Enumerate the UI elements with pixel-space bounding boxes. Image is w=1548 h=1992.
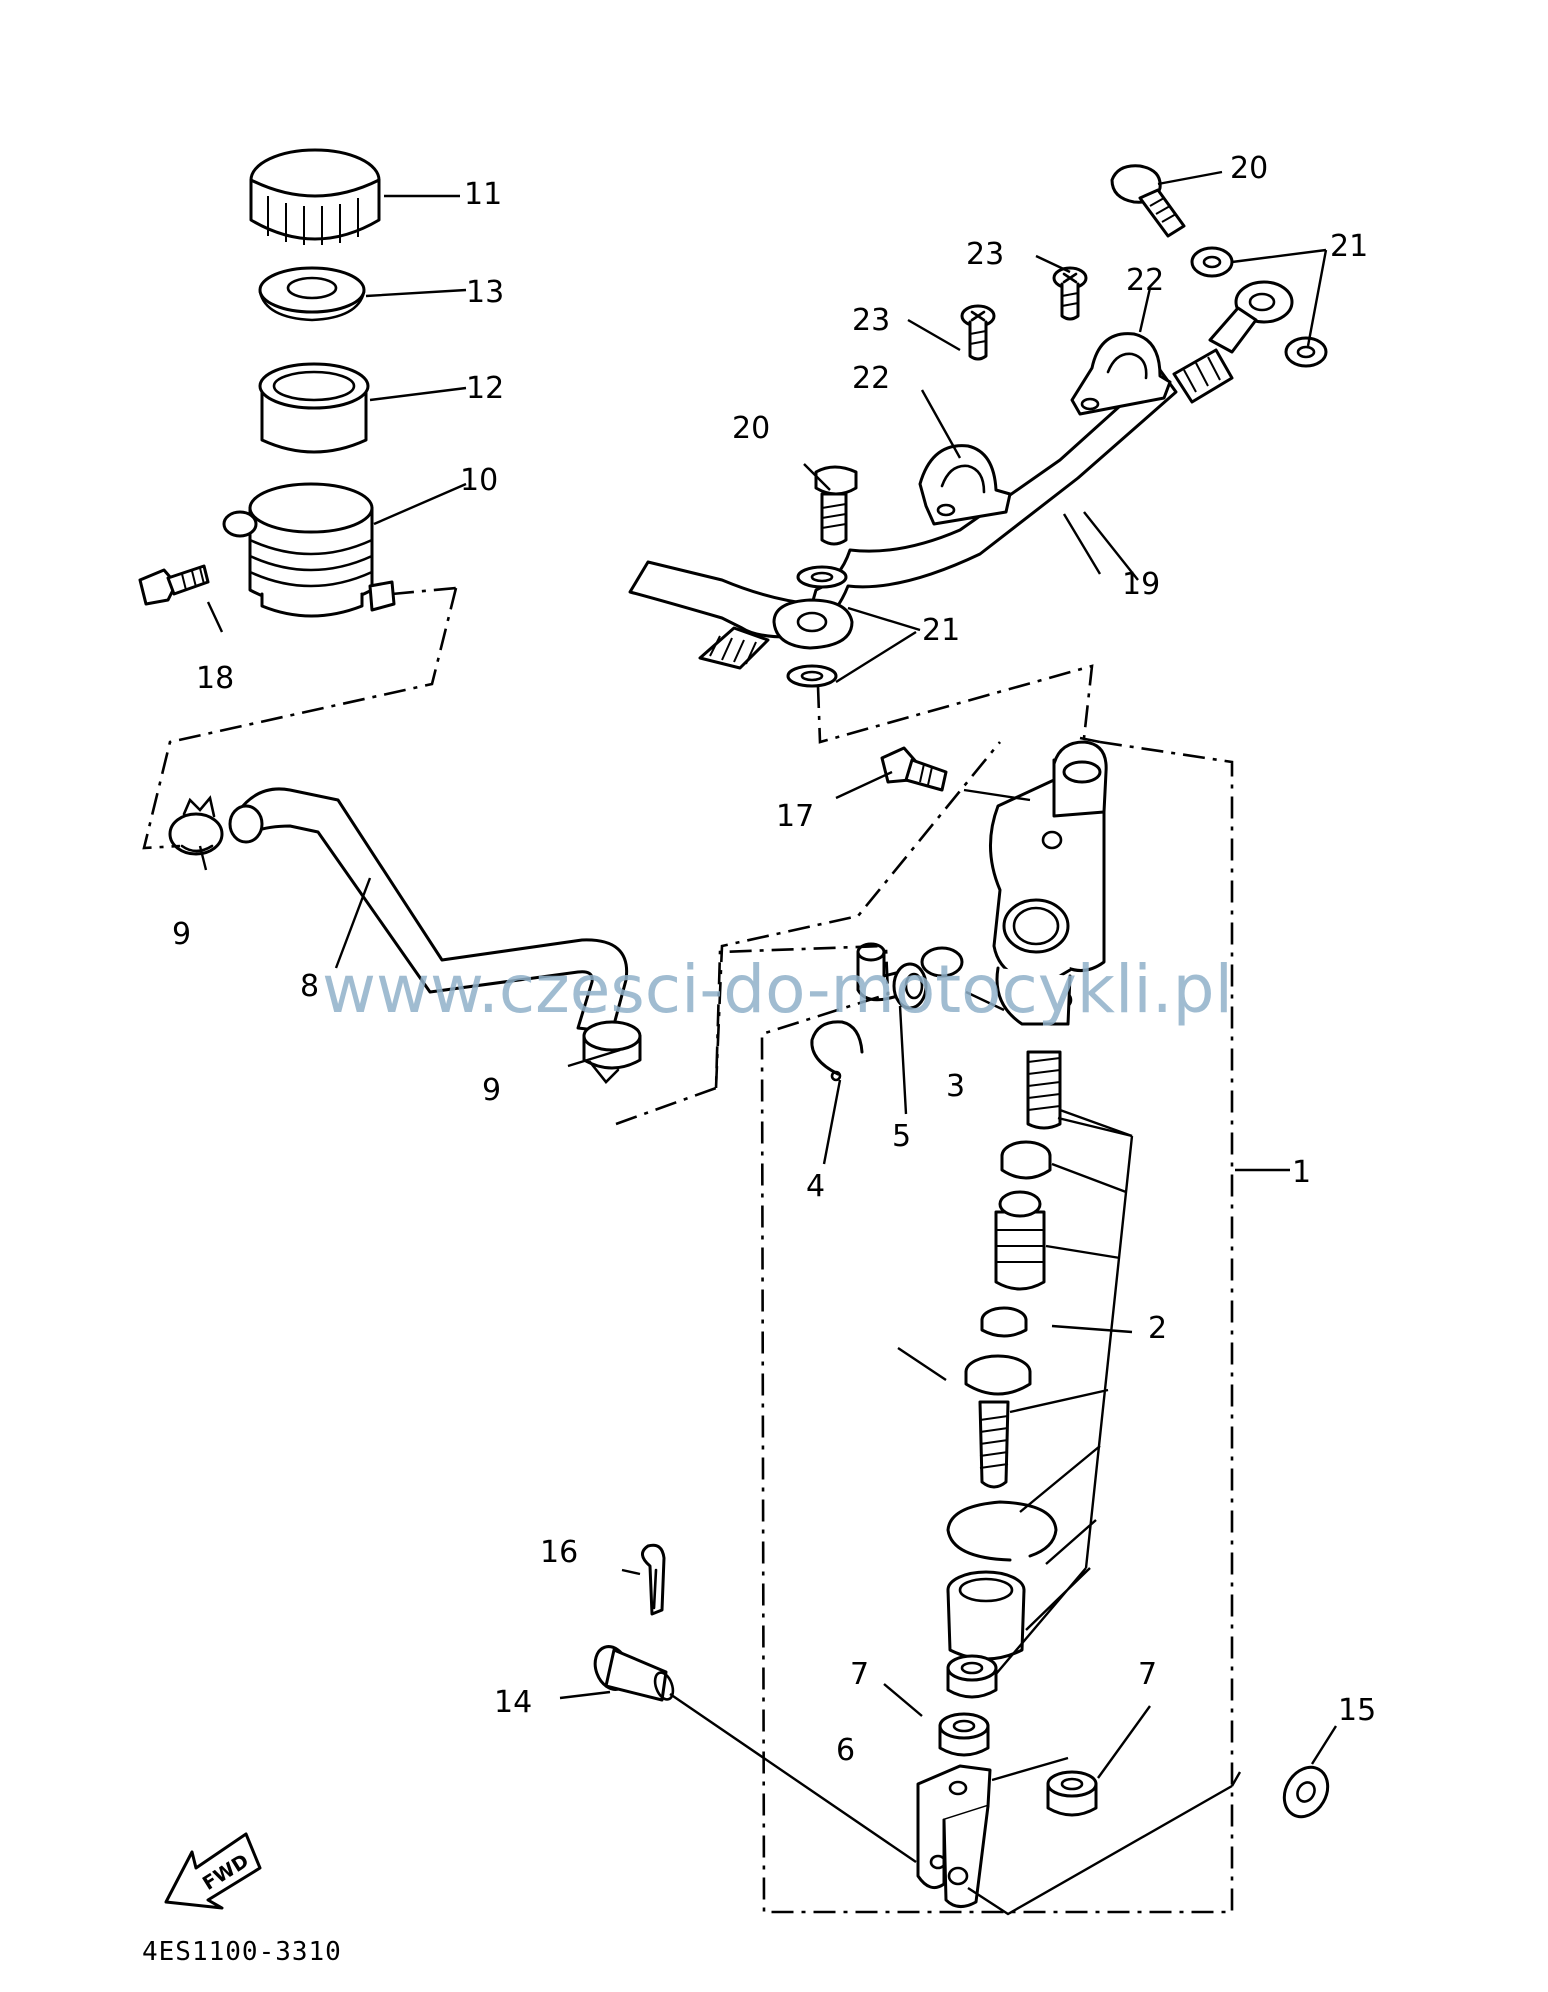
callout-14: 14: [494, 1685, 532, 1720]
callout-10: 10: [460, 463, 498, 498]
hose-guide-right: [1070, 332, 1172, 416]
assembly-dash-lines: [142, 586, 1234, 1914]
hose-guide-screw-right: [1052, 266, 1088, 321]
clevis-pin: [593, 1645, 675, 1702]
callout-8: 8: [300, 969, 319, 1004]
brake-hose-banjo-lower: [772, 598, 854, 650]
union-bolt-lower: [814, 465, 858, 546]
clevis-joint: [916, 1764, 992, 1908]
circlip: [810, 1020, 864, 1082]
callout-4: 4: [806, 1169, 825, 1204]
callout-20-upper: 20: [1230, 151, 1268, 186]
copper-washer-set: [786, 246, 1328, 688]
callout-2: 2: [1148, 1311, 1167, 1346]
callout-22-right: 22: [1126, 263, 1164, 298]
hose-guide-screw-left: [960, 304, 996, 361]
forward-direction-arrow: FWD: [164, 1832, 262, 1910]
callout-5: 5: [892, 1119, 911, 1154]
callout-23-left: 23: [852, 303, 890, 338]
hose-clamp-upper: [168, 795, 224, 856]
diaphragm-plate: [258, 266, 366, 322]
plain-washer: [1282, 1765, 1330, 1819]
diaphragm-holder: [258, 362, 370, 454]
master-cylinder-mount-bolt: [880, 746, 948, 792]
brake-hose: [628, 348, 1234, 670]
brake-hose-banjo-upper: [1208, 280, 1294, 354]
watermark: www.czesci-do-motocykli.pl: [322, 951, 1233, 1028]
hose-joint: [856, 942, 928, 1010]
callout-3: 3: [946, 1069, 965, 1104]
callout-6: 6: [836, 1733, 855, 1768]
reservoir-bolt: [138, 564, 210, 606]
callout-labels: 1 2 3 4 5 6 7 7 8 9 9 10 11 12 13 14 15 …: [172, 151, 1376, 1768]
callout-21-upper: 21: [1330, 229, 1368, 264]
callout-9-lower: 9: [482, 1073, 501, 1108]
callout-11: 11: [464, 177, 502, 212]
hose-guide-left: [918, 444, 1012, 526]
callout-13: 13: [466, 275, 504, 310]
callout-23-right: 23: [966, 237, 1004, 272]
o-ring: [920, 946, 964, 978]
lock-nut-lower: [1046, 1770, 1098, 1817]
master-cylinder-body: [989, 740, 1108, 1026]
reservoir-tank: [222, 482, 396, 618]
callout-18: 18: [196, 661, 234, 696]
cotter-pin: [641, 1543, 666, 1616]
reservoir-cap: [249, 148, 381, 245]
callout-21-lower: 21: [922, 613, 960, 648]
callout-7-lower: 7: [1138, 1657, 1157, 1692]
callout-15: 15: [1338, 1693, 1376, 1728]
leader-lines: [198, 170, 1338, 1916]
callout-22-left: 22: [852, 361, 890, 396]
callout-1: 1: [1292, 1155, 1311, 1190]
callout-20-lower: 20: [732, 411, 770, 446]
union-bolt-upper: [1110, 164, 1186, 238]
drawing-code: 4ES1100-3310: [142, 1937, 342, 1967]
master-cylinder-kit: [946, 1050, 1062, 1699]
callout-19: 19: [1122, 567, 1160, 602]
callout-7-upper: 7: [850, 1657, 869, 1692]
lock-nut-upper: [938, 1712, 990, 1757]
callout-16: 16: [540, 1535, 578, 1570]
callout-9-upper: 9: [172, 917, 191, 952]
callout-12: 12: [466, 371, 504, 406]
callout-17: 17: [776, 799, 814, 834]
